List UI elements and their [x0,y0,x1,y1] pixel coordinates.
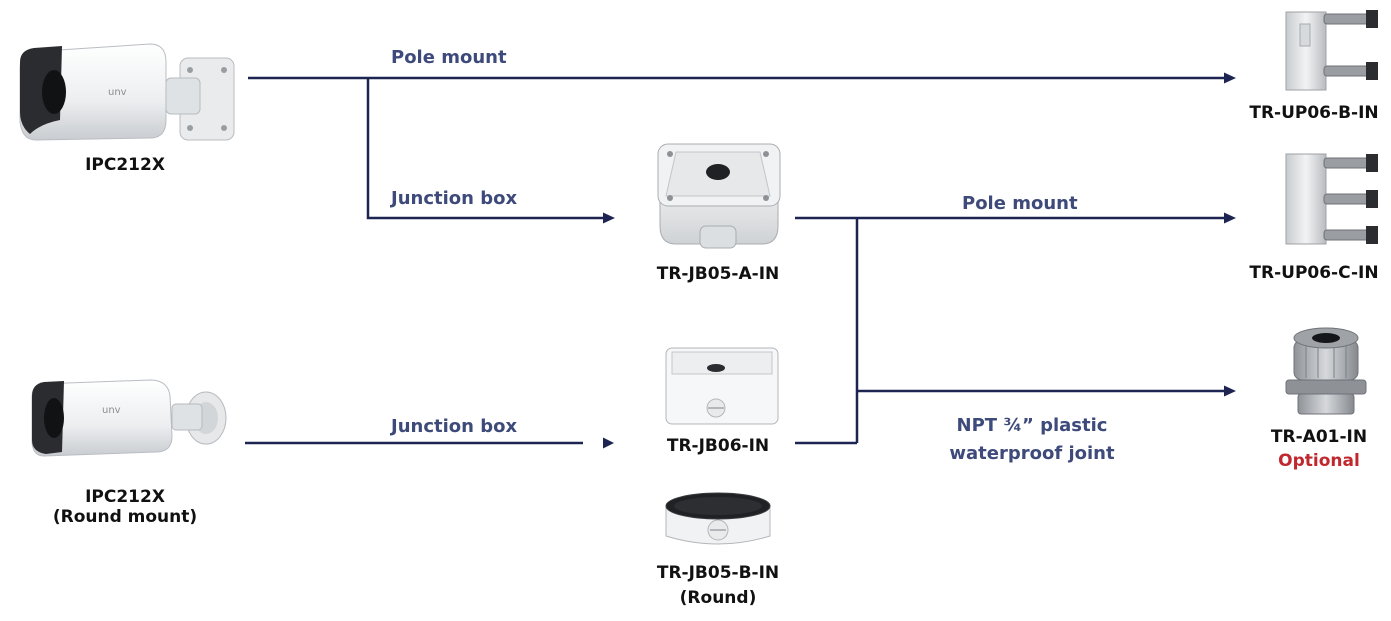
product-label-jb06: TR-JB06-IN [666,436,770,456]
unv-logo: unv [108,87,127,98]
product-label-jb05b: TR-JB05-B-IN [656,563,780,583]
product-label-jb05b-round: (Round) [679,588,757,608]
camera-label-ipc212x: IPC212X [85,155,165,175]
waterproof-joint-a01-image [1285,327,1367,415]
arrowhead-jb05a [603,212,615,224]
arrowheads [603,72,1236,449]
camera-ipc212x-round-image: unv [31,379,227,457]
product-label-jb05a: TR-JB05-A-IN [656,264,780,284]
flow-label-npt-line1: NPT ¾” plastic [956,415,1108,436]
camera-ipc212x-image: unv [19,43,235,141]
unv-logo: unv [102,405,121,416]
junction-box-jb05a-image [657,143,781,249]
connector-lines [245,76,1228,445]
camera-label-round-mount: (Round mount) [52,507,198,527]
arrowhead-jb06 [603,437,614,449]
product-label-up06c: TR-UP06-C-IN [1249,263,1379,283]
junction-box-jb05b-image [665,492,771,545]
arrowhead-up06c [1224,212,1236,224]
flow-label-junction-box-top: Junction box [391,188,518,209]
product-label-a01: TR-A01-IN [1270,427,1368,447]
camera-label-ipc212x-round: IPC212X [85,487,165,507]
arrowhead-a01 [1224,385,1236,397]
flow-label-junction-box-bottom: Junction box [391,416,518,437]
flow-label-npt-line2: waterproof joint [949,443,1115,464]
flow-label-pole-mount-mid: Pole mount [962,193,1078,214]
junction-box-jb06-image [665,347,779,425]
line-camera1-to-jb05a [366,78,605,220]
arrowhead-up06b [1224,72,1236,84]
pole-mount-up06c-image [1285,153,1378,245]
optional-badge: Optional [1278,451,1360,471]
product-label-up06b: TR-UP06-B-IN [1249,103,1379,123]
flow-label-pole-mount-top: Pole mount [391,47,507,68]
pole-mount-up06b-image [1285,10,1378,91]
